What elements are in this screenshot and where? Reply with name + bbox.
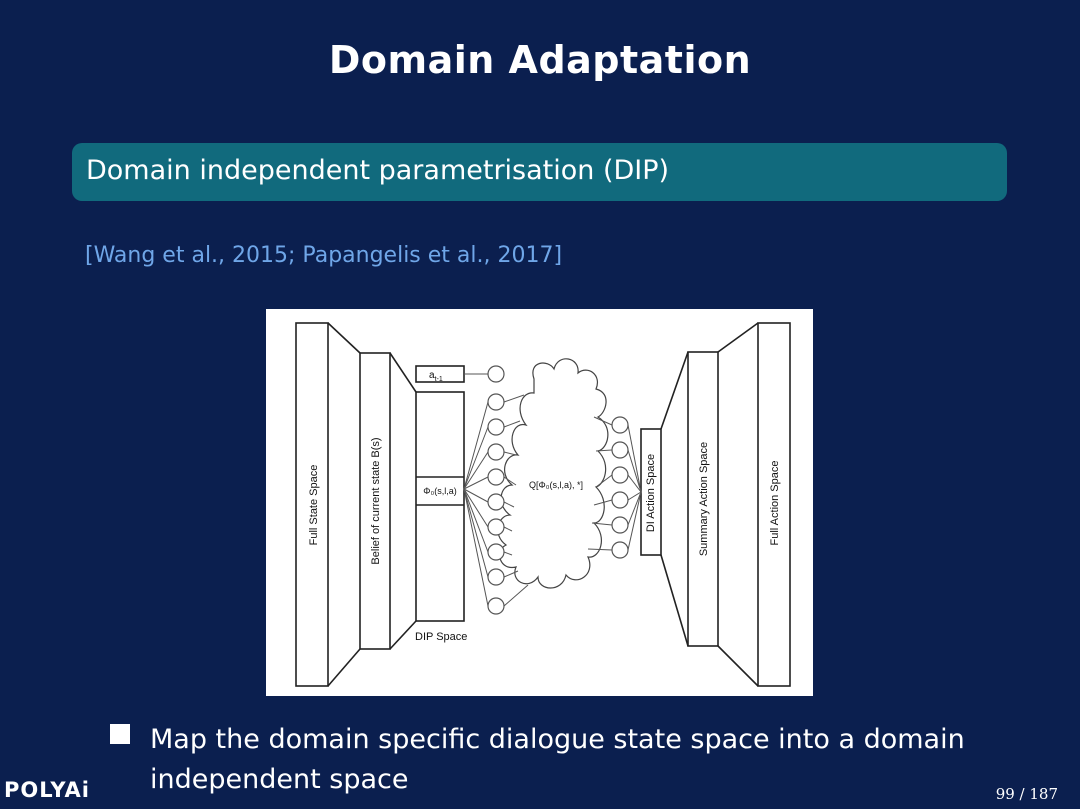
summary-action-space-box bbox=[687, 351, 719, 647]
dip-architecture-figure: Full State Space Belief of current state… bbox=[266, 309, 813, 696]
block-title: Domain independent parametrisation (DIP) bbox=[86, 155, 670, 186]
action-neurons bbox=[611, 416, 629, 559]
q-function-label: Q[Φ₀(s,l,a), *] bbox=[529, 480, 583, 490]
polyai-logo: POLYAi bbox=[4, 778, 91, 802]
q-function-cloud bbox=[497, 358, 609, 589]
dip-features-label: Φ₀(s,l,a) bbox=[423, 486, 456, 496]
dip-neurons bbox=[487, 365, 505, 615]
full-action-space-box bbox=[757, 322, 791, 687]
citation: [Wang et al., 2015; Papangelis et al., 2… bbox=[85, 243, 563, 268]
belief-state-label: Belief of current state B(s) bbox=[370, 437, 382, 564]
full-state-space-label: Full State Space bbox=[308, 465, 320, 546]
slide-title: Domain Adaptation bbox=[328, 38, 752, 82]
bullet-text: Map the domain specific dialogue state s… bbox=[150, 724, 965, 795]
summary-action-space-label: Summary Action Space bbox=[698, 442, 710, 556]
di-action-space-label: DI Action Space bbox=[645, 454, 657, 532]
dip-space-label: DIP Space bbox=[415, 631, 467, 643]
page-number: 99 / 187 bbox=[995, 785, 1058, 803]
dip-diagram: Full State Space Belief of current state… bbox=[295, 322, 791, 687]
dip-connections bbox=[463, 373, 642, 607]
full-action-space-label: Full Action Space bbox=[769, 461, 781, 546]
dip-space-box bbox=[415, 391, 465, 622]
belief-state-box bbox=[359, 352, 391, 650]
full-state-space-box bbox=[295, 322, 329, 687]
bullet-marker bbox=[110, 724, 130, 744]
block-header: Domain independent parametrisation (DIP) bbox=[72, 143, 1007, 201]
prev-action-label: at-1 bbox=[429, 370, 443, 383]
